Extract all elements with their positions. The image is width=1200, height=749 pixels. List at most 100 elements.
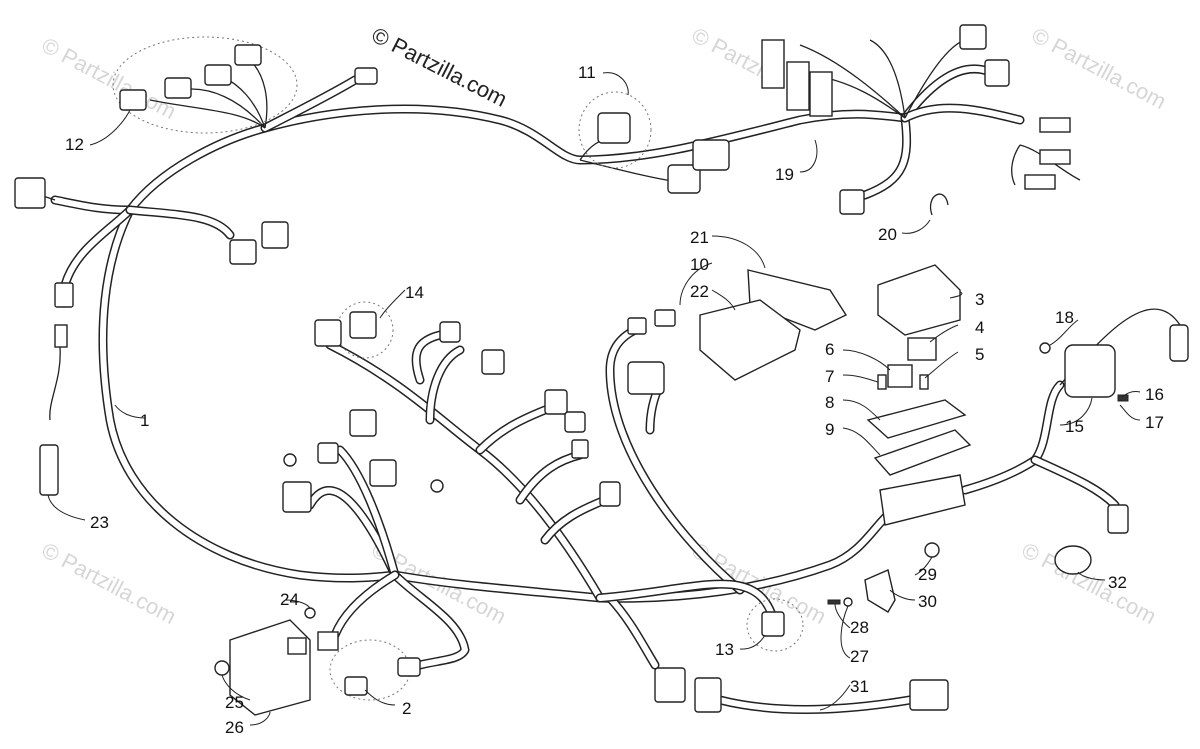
callout-9: 9: [825, 420, 834, 439]
connector-c5: [571, 439, 589, 459]
callout-6: 6: [825, 340, 834, 359]
callout-5: 5: [975, 345, 984, 364]
callout-21: 21: [690, 228, 709, 247]
fuse-box-cover-3: [877, 264, 961, 336]
connector-c1: [439, 321, 461, 343]
washer-27: [843, 597, 853, 607]
sensor-23-body: [39, 444, 59, 496]
callout-22: 22: [690, 282, 709, 301]
main-harness: [50, 64, 1120, 714]
connector-11c: [692, 139, 730, 171]
connector-12b: [164, 77, 192, 99]
callout-16: 16: [1145, 385, 1164, 404]
connector-right-bottom: [1107, 504, 1129, 534]
connector-right-cap: [984, 59, 1010, 87]
callout-27: 27: [850, 647, 869, 666]
fuse-label-8: [866, 399, 967, 439]
connector-c10: [282, 481, 312, 513]
connector-31-right: [909, 679, 949, 711]
ecu-22: [699, 299, 801, 381]
fuse-block-a: [761, 39, 785, 89]
connector-12d: [234, 44, 262, 66]
seal-9: [873, 429, 972, 476]
connector-left-plug: [54, 282, 74, 308]
relay-4: [907, 337, 937, 361]
connector-c3: [544, 389, 568, 415]
spark-cap-16: [1169, 324, 1189, 362]
ring-terminal-1: [283, 453, 297, 467]
callout-2: 2: [402, 699, 411, 718]
callout-15: 15: [1065, 417, 1084, 436]
bolt-24: [304, 607, 316, 619]
connector-c9: [317, 442, 339, 464]
fuse-block-b: [786, 61, 810, 111]
callout-8: 8: [825, 393, 834, 412]
terminal-c: [1024, 174, 1056, 190]
ring-terminal-2: [430, 479, 444, 493]
connector-11: [597, 112, 631, 144]
watermark-faint: © Partzilla.com: [38, 32, 181, 124]
regulator-connector: [287, 637, 307, 655]
connector-24-side: [317, 631, 339, 651]
fuse-box-base: [879, 474, 966, 526]
watermark-faint: © Partzilla.com: [1018, 537, 1161, 629]
connector-14-outline: [336, 301, 394, 359]
connector-14a: [314, 319, 342, 347]
connector-c6: [599, 481, 621, 507]
terminal-b: [1039, 149, 1071, 165]
callout-28: 28: [850, 618, 869, 637]
connector-top-right: [959, 24, 987, 50]
callout-7: 7: [825, 367, 834, 386]
connector-10a: [627, 317, 647, 335]
sensor-23-top: [54, 324, 68, 348]
connector-ecu: [627, 361, 665, 395]
watermark-faint: © Partzilla.com: [38, 537, 181, 629]
switch-30: [864, 569, 896, 613]
callout-3: 3: [975, 290, 984, 309]
thin-wires: [39, 39, 1181, 386]
connector-left-mid: [261, 221, 289, 249]
screw-28: [827, 599, 841, 605]
connector-13-outline: [746, 598, 804, 652]
clip-20: [929, 193, 949, 216]
callout-25: 25: [225, 693, 244, 712]
watermark-faint: © Partzilla.com: [1028, 22, 1171, 114]
callout-30: 30: [918, 592, 937, 611]
connector-c4: [564, 411, 586, 433]
callout-14: 14: [405, 283, 424, 302]
callout-19: 19: [775, 165, 794, 184]
connector-31-left: [654, 667, 686, 703]
ecu-cover-21: [747, 269, 848, 331]
callout-23: 23: [90, 513, 109, 532]
connector-12a: [119, 89, 147, 111]
connector-11b: [667, 164, 701, 194]
ignition-coil-15: [1064, 344, 1116, 398]
bolt-17: [1117, 394, 1129, 402]
part-2: [344, 676, 368, 696]
callout-4: 4: [975, 318, 984, 337]
part-2-plug: [397, 657, 421, 677]
nut-25: [214, 660, 230, 676]
parts: [14, 24, 1189, 716]
callout-32: 32: [1108, 573, 1127, 592]
callout-31: 31: [850, 677, 869, 696]
nut-18: [1039, 342, 1051, 354]
callout-13: 13: [715, 640, 734, 659]
callout-29: 29: [918, 565, 937, 584]
fuse-block-c: [809, 71, 833, 117]
callout-24: 24: [280, 590, 299, 609]
connector-13: [761, 611, 785, 637]
connector-c2: [481, 349, 505, 375]
callout-labels: 1 2 3 4 5 6 7 8 9 10 11 12 13 14 15 16 1…: [65, 63, 1164, 737]
callout-17: 17: [1145, 413, 1164, 432]
connector-10b: [654, 309, 676, 327]
callout-20: 20: [878, 225, 897, 244]
fuse-7: [877, 374, 887, 390]
callout-11: 11: [578, 63, 596, 82]
callout-26: 26: [225, 718, 244, 737]
connector-group-12-outline: [112, 36, 298, 134]
leader-lines: [47, 72, 1141, 726]
connector-19-bottom: [839, 189, 865, 215]
connector-12c: [204, 64, 232, 86]
